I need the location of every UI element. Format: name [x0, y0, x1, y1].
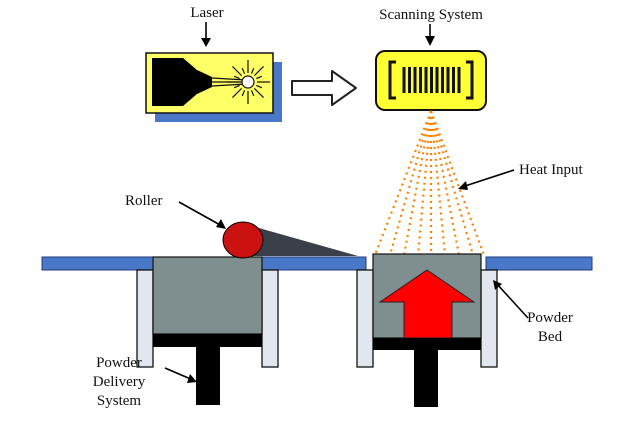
build-chamber	[356, 253, 498, 407]
burst-ray	[256, 84, 263, 89]
roller-assembly	[222, 221, 358, 259]
delivery-label-line2: Delivery	[93, 374, 146, 390]
pointer-arrows	[164, 22, 529, 383]
delivery-chamber	[136, 256, 279, 405]
laser-beam	[429, 110, 486, 256]
build-piston-plate	[373, 338, 481, 350]
delivery-label-line1: Powder	[96, 355, 142, 371]
powder-bed-label-line1: Powder	[527, 310, 573, 326]
delivery-piston-plate	[153, 334, 262, 347]
platform-right	[485, 256, 593, 271]
burst-ray	[241, 90, 246, 97]
burst-ray	[253, 66, 264, 77]
laser-nozzle	[152, 58, 212, 106]
laser-beam	[373, 110, 433, 256]
burst-ray	[253, 87, 264, 98]
build-piston-rod	[414, 350, 438, 407]
burst-ray	[233, 84, 240, 89]
laser-beam	[429, 110, 475, 256]
burst-ray	[241, 67, 246, 74]
burst-ray	[233, 75, 240, 80]
scanning-system	[375, 50, 487, 111]
burst-ray	[232, 87, 243, 98]
roller-label: Roller	[125, 193, 163, 209]
heat-input-label: Heat Input	[519, 162, 584, 178]
delivery-piston-rod	[196, 347, 220, 405]
delivery-powder	[152, 256, 263, 335]
scanning-system-label: Scanning System	[379, 7, 483, 23]
build-wall-left	[356, 269, 374, 368]
laser-beam	[388, 110, 433, 256]
laser-beams	[373, 110, 486, 256]
delivery-label-line3: System	[97, 393, 142, 409]
laser-beam	[402, 110, 433, 256]
scanner-frame-brackets	[388, 60, 474, 100]
burst-ray	[250, 67, 255, 74]
laser-unit	[145, 52, 282, 122]
delivery-wall-right	[261, 269, 279, 368]
roller	[222, 221, 264, 259]
laser-beam	[429, 110, 461, 256]
laser-burst-icon	[226, 60, 270, 104]
transfer-arrow-icon	[291, 70, 357, 106]
laser-beam	[416, 110, 433, 256]
laser-label: Laser	[190, 5, 223, 21]
spreader-blade	[248, 226, 358, 256]
laser-beam	[429, 110, 447, 256]
scanner-mirror-bars	[402, 67, 461, 93]
powder-bed-label-line2: Bed	[538, 329, 563, 345]
delivery-wall-left	[136, 269, 154, 368]
burst-ray	[250, 90, 255, 97]
burst-ray	[256, 75, 263, 80]
burst-ray	[232, 66, 243, 77]
